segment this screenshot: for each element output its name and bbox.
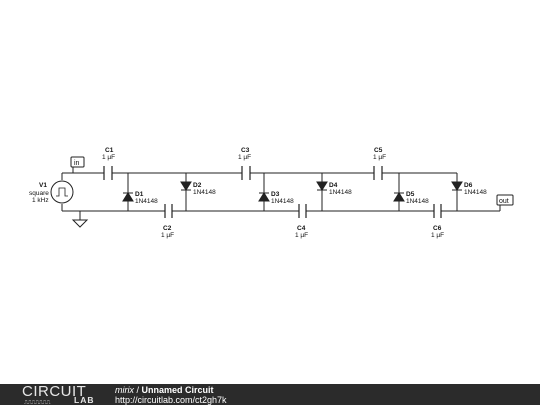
source-freq-label: 1 kHz <box>32 197 49 204</box>
d6-part: 1N4148 <box>464 189 487 196</box>
c5-name: C5 <box>374 147 383 154</box>
title-separator: / <box>134 385 142 395</box>
diode-d2 <box>180 173 192 211</box>
c1-name: C1 <box>105 147 114 154</box>
c5-value: 1 µF <box>373 154 386 161</box>
source-type-label: square <box>29 190 49 197</box>
logo-bottom-text: LAB <box>74 395 95 405</box>
d4-part: 1N4148 <box>329 189 352 196</box>
c2-name: C2 <box>163 225 172 232</box>
capacitor-c1 <box>103 166 113 180</box>
diode-d5 <box>393 173 405 211</box>
diode-d1 <box>122 173 134 211</box>
d1-name: D1 <box>135 191 144 198</box>
circuit-title: Unnamed Circuit <box>141 385 214 395</box>
c1-value: 1 µF <box>102 154 115 161</box>
port-in-label: in <box>74 160 80 167</box>
capacitor-c5 <box>373 166 383 180</box>
diode-d3 <box>258 173 270 211</box>
circuit-info: mirix / Unnamed Circuit http://circuitla… <box>115 385 227 405</box>
voltage-source-v1 <box>50 180 74 204</box>
c2-value: 1 µF <box>161 232 174 239</box>
ground-icon <box>71 219 89 228</box>
d3-name: D3 <box>271 191 280 198</box>
port-in: in <box>70 156 85 168</box>
square-wave-icon: ⎍⎍⎍⎍⎍⎍⎍ <box>24 399 50 406</box>
circuit-url[interactable]: http://circuitlab.com/ct2gh7k <box>115 395 227 405</box>
c4-value: 1 µF <box>295 232 308 239</box>
d4-name: D4 <box>329 182 338 189</box>
c6-name: C6 <box>433 225 442 232</box>
logo-top-text: CIRCUIT <box>22 383 87 400</box>
source-name-label: V1 <box>39 182 47 189</box>
d1-part: 1N4148 <box>135 198 158 205</box>
circuitlab-logo[interactable]: CIRCUIT ⎍⎍⎍⎍⎍⎍⎍ LAB <box>22 383 112 406</box>
d6-name: D6 <box>464 182 473 189</box>
c3-name: C3 <box>241 147 250 154</box>
d5-part: 1N4148 <box>406 198 429 205</box>
capacitor-c2 <box>164 204 173 218</box>
capacitor-c3 <box>241 166 251 180</box>
capacitor-c6 <box>433 204 442 218</box>
c3-value: 1 µF <box>238 154 251 161</box>
c6-value: 1 µF <box>431 232 444 239</box>
diode-d4 <box>316 173 328 211</box>
d3-part: 1N4148 <box>271 198 294 205</box>
d2-part: 1N4148 <box>193 189 216 196</box>
footer-bar: CIRCUIT ⎍⎍⎍⎍⎍⎍⎍ LAB mirix / Unnamed Circ… <box>0 383 540 406</box>
d2-name: D2 <box>193 182 202 189</box>
d5-name: D5 <box>406 191 415 198</box>
c4-name: C4 <box>297 225 306 232</box>
author-name[interactable]: mirix <box>115 385 134 395</box>
wires <box>61 167 501 220</box>
capacitor-c4 <box>298 204 307 218</box>
port-out-label: out <box>499 198 509 205</box>
diode-d6 <box>451 173 463 211</box>
schematic-canvas: in out V1 square 1 kHz C1 1 µF C2 1 µF C… <box>29 147 514 239</box>
port-out: out <box>496 194 514 206</box>
